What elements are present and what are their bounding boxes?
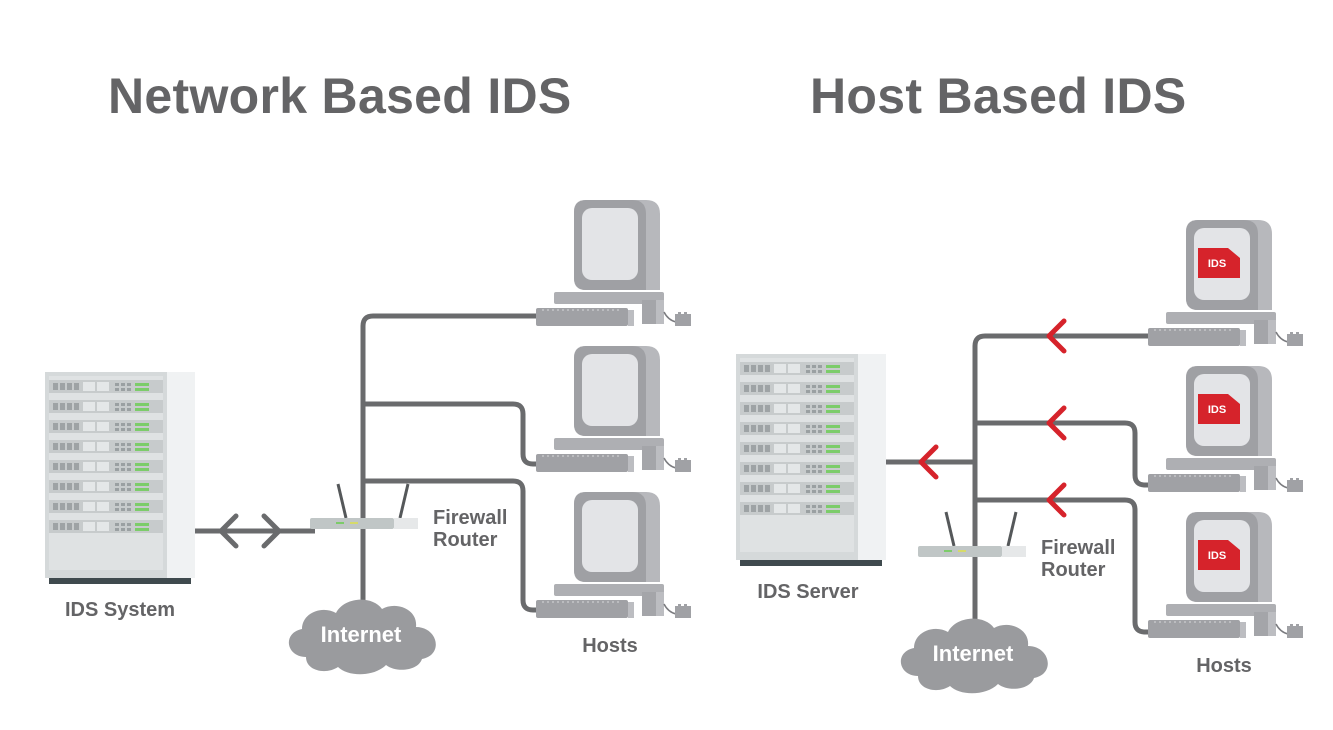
hosts-label: Hosts [1196,655,1252,677]
ids-server [736,354,886,566]
host-computer-2: IDS [1147,365,1304,493]
internet-cloud: Internet [288,599,436,675]
network-based-ids-diagram: IDS System Firewall Router Internet Host… [45,199,692,675]
arrow-right-icon [261,513,282,549]
host-based-ids-diagram: IDS Server Firewall Router Internet IDS [736,219,1304,694]
host-computer-1 [535,199,692,327]
firewall-label: Firewall [1041,537,1115,559]
svg-text:IDS: IDS [1208,550,1226,562]
ids-badge: IDS [1198,248,1240,278]
host-2-wire [975,420,1152,488]
ids-badge: IDS [1198,540,1240,570]
firewall-label: Firewall [433,507,507,529]
alert-arrow-icon [918,444,939,480]
host-computer-3 [535,491,692,619]
host-computer-3: IDS [1147,511,1304,639]
host-computer-1: IDS [1147,219,1304,347]
internet-cloud: Internet [900,618,1048,694]
firewall-router [916,510,1028,559]
svg-text:IDS: IDS [1208,258,1226,270]
host-computer-2 [535,345,692,473]
host-2-wire [363,401,540,467]
host-3-wire [363,478,540,613]
ids-badge: IDS [1198,394,1240,424]
alert-arrow-icon [1046,482,1067,518]
ids-server-label: IDS Server [757,581,858,603]
alert-arrow-icon [1046,405,1067,441]
internet-label: Internet [321,622,402,647]
ids-system-label: IDS System [65,599,175,621]
network-based-ids-title: Network Based IDS [108,68,572,124]
backbone-wire [360,313,540,612]
router-label: Router [1041,559,1106,581]
arrow-left-icon [218,513,239,549]
internet-label: Internet [933,641,1014,666]
ids-system-server [45,372,195,584]
host-based-ids-title: Host Based IDS [810,68,1187,124]
svg-text:IDS: IDS [1208,404,1226,416]
backbone-wire [972,333,1152,628]
host-3-wire [975,497,1152,635]
hosts-label: Hosts [582,635,638,657]
alert-arrow-icon [1046,318,1067,354]
router-label: Router [433,529,498,551]
